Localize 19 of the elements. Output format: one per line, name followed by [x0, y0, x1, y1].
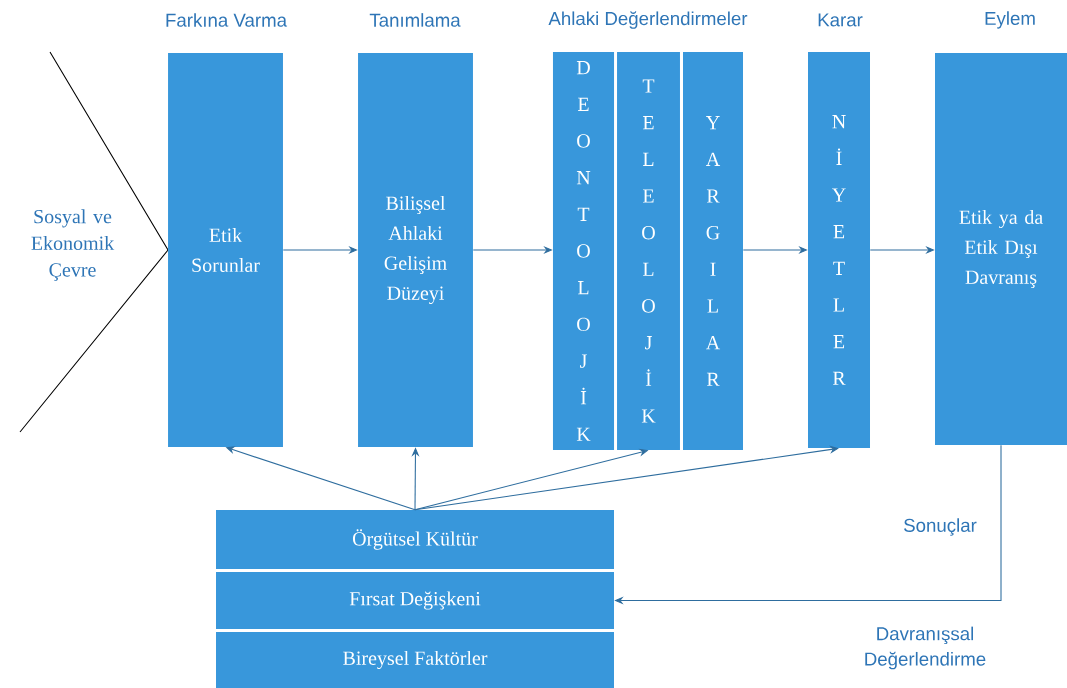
vertical-text-box: D E O N T O L O J İ K	[552, 52, 615, 450]
column-heading: Karar	[818, 13, 863, 27]
arrow	[414, 445, 839, 511]
factor-box: Örgütsel Kültür	[216, 510, 614, 569]
column-heading: Ahlaki Değerlendirmeler	[548, 11, 748, 29]
column-heading: Tanımlama	[369, 13, 461, 27]
vertical-text-box: T E L E O L O J İ K	[617, 52, 680, 450]
process-box: Etik Sorunlar	[168, 53, 283, 447]
process-box: Etik ya da Etik Dışı Davranış	[935, 53, 1067, 445]
factor-box: Bireysel Faktörler	[216, 632, 614, 688]
column-heading: Farkına Varma	[166, 13, 288, 27]
arrow-label: Davranışsal Değerlendirme	[865, 626, 986, 670]
environment-label: Sosyal ve Ekonomik Çevre	[31, 209, 115, 281]
vertical-text-box: Y A R G I L A R	[683, 52, 743, 450]
factor-box: Fırsat Değişkeni	[216, 571, 614, 630]
arrow-label: Sonuçlar	[904, 518, 977, 536]
process-box: Bilişsel Ahlaki Gelişim Düzeyi	[358, 53, 473, 447]
column-heading: Eylem	[985, 11, 1035, 29]
vertical-text-box: N İ Y E T L E R	[808, 52, 870, 448]
